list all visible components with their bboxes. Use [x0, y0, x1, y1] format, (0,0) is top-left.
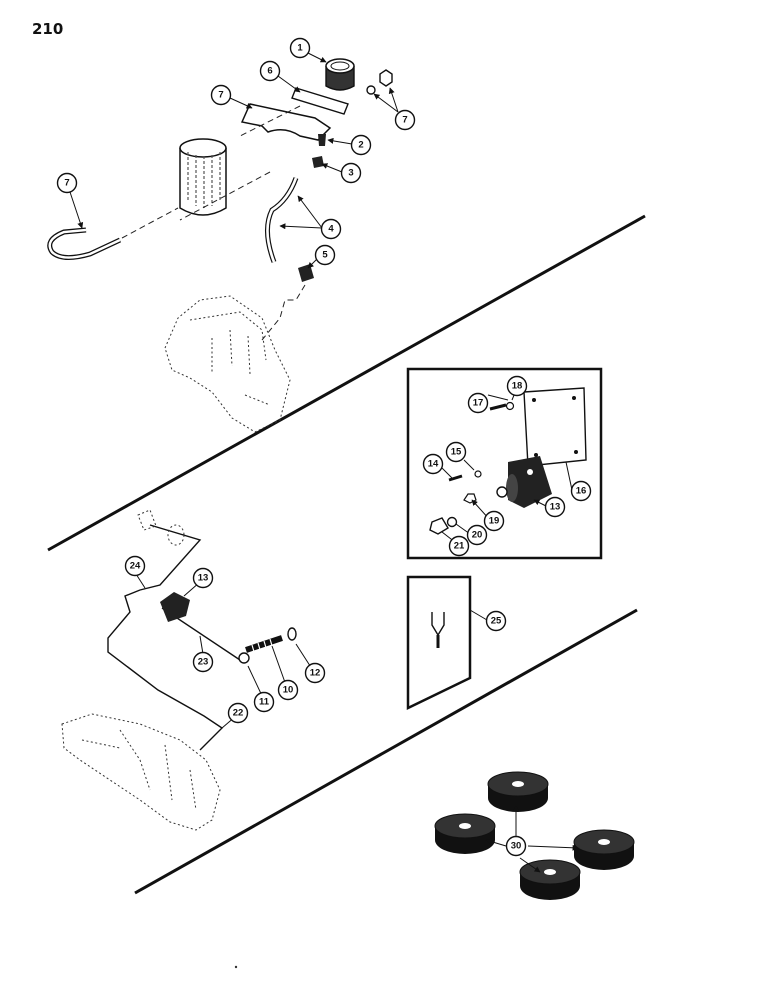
injection-pump — [164, 295, 291, 433]
svg-text:3: 3 — [348, 168, 353, 179]
callout-19: 19 — [483, 510, 505, 532]
callout-10: 10 — [277, 679, 299, 701]
callout-5: 5 — [314, 244, 336, 266]
rubber-mount-1 — [487, 771, 549, 812]
callout-21: 21 — [448, 535, 470, 557]
oil-pressure-switch — [238, 627, 297, 664]
mounting-plate — [523, 387, 587, 467]
callout-18: 18 — [506, 375, 528, 397]
gauge-bracket-strap — [291, 87, 349, 115]
svg-text:17: 17 — [473, 398, 484, 409]
terminal-kit-frame — [406, 575, 472, 710]
callout-15: 15 — [445, 441, 467, 463]
adapter-fitting — [298, 264, 314, 282]
callout-11: 11 — [253, 691, 275, 713]
page-number: 210 — [32, 20, 64, 38]
rubber-mount-4 — [519, 859, 581, 900]
callout-24: 24 — [124, 555, 146, 577]
svg-text:25: 25 — [491, 616, 502, 627]
svg-text:13: 13 — [550, 502, 561, 513]
svg-text:30: 30 — [511, 841, 522, 852]
section-divider-upper — [47, 214, 646, 552]
callout-6: 6 — [259, 60, 281, 82]
callout-22: 22 — [227, 702, 249, 724]
svg-text:11: 11 — [259, 697, 270, 708]
tube — [265, 177, 299, 263]
u-bolt — [47, 227, 122, 260]
gauge — [325, 58, 355, 91]
svg-text:2: 2 — [358, 140, 363, 151]
mounting-bracket — [240, 103, 332, 141]
rubber-mount-3 — [573, 829, 635, 870]
svg-text:5: 5 — [322, 250, 328, 261]
small-screw — [448, 470, 482, 504]
elbow-fitting — [312, 134, 326, 168]
callout-17: 17 — [467, 392, 489, 414]
svg-text:16: 16 — [576, 486, 587, 497]
svg-text:7: 7 — [218, 90, 223, 101]
svg-text:24: 24 — [130, 561, 141, 572]
svg-text:19: 19 — [489, 516, 500, 527]
svg-text:7: 7 — [402, 115, 407, 126]
callout-1: 1 — [289, 37, 311, 59]
callout-14: 14 — [422, 453, 444, 475]
wiring — [107, 524, 241, 751]
callout-30: 30 — [505, 835, 527, 857]
callout-16: 16 — [570, 480, 592, 502]
svg-text:21: 21 — [454, 541, 465, 552]
fuse-holder — [137, 509, 185, 546]
callout-7-nut: 7 — [394, 109, 416, 131]
callout-7-bracket: 7 — [210, 84, 232, 106]
svg-text:15: 15 — [451, 447, 462, 458]
ink-speck — [234, 965, 238, 969]
svg-text:7: 7 — [64, 178, 69, 189]
svg-text:20: 20 — [472, 530, 483, 541]
callout-13-solenoid: 13 — [544, 496, 566, 518]
callout-25: 25 — [485, 610, 507, 632]
starter-motor — [61, 713, 221, 831]
terminal — [431, 612, 445, 648]
callout-4: 4 — [320, 218, 342, 240]
svg-text:6: 6 — [267, 66, 272, 77]
callout-2: 2 — [350, 134, 372, 156]
svg-text:13: 13 — [198, 573, 209, 584]
svg-text:18: 18 — [512, 381, 523, 392]
solenoid — [496, 456, 552, 508]
svg-text:4: 4 — [328, 224, 334, 235]
svg-text:1: 1 — [297, 43, 303, 54]
svg-text:10: 10 — [283, 685, 294, 696]
rubber-mount-2 — [434, 813, 496, 854]
svg-text:14: 14 — [428, 459, 439, 470]
terminal-block — [160, 592, 190, 622]
svg-text:23: 23 — [198, 657, 209, 668]
callout-23: 23 — [192, 651, 214, 673]
callout-7-ubolt: 7 — [56, 172, 78, 194]
svg-text:22: 22 — [233, 708, 244, 719]
svg-text:12: 12 — [310, 668, 321, 679]
oil-filter — [179, 138, 227, 216]
callout-3: 3 — [340, 162, 362, 184]
bolt — [489, 401, 515, 411]
callout-12: 12 — [304, 662, 326, 684]
leader-lines — [69, 51, 579, 873]
callout-20: 20 — [466, 524, 488, 546]
section-divider-lower — [134, 608, 638, 895]
callout-13-block: 13 — [192, 567, 214, 589]
solenoid-kit-frame — [406, 367, 603, 560]
nut-and-washer — [429, 516, 458, 535]
gauge-nut — [366, 69, 393, 95]
